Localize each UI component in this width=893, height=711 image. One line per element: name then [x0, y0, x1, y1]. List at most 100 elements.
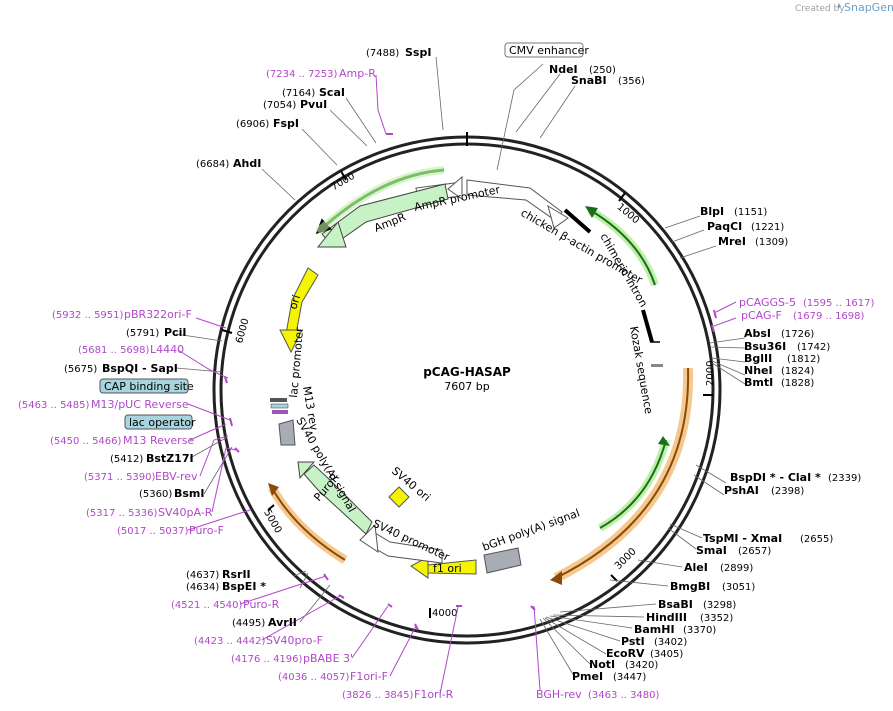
watermark-brand: SnapGene [844, 1, 893, 14]
ampr-arrowhead [316, 220, 347, 248]
primer-pos-pbabe: (4176 .. 4196) [231, 654, 303, 665]
callout-bamhi [549, 615, 633, 629]
primer-pos-sv40pro: (4423 .. 4442) [194, 636, 266, 647]
site-pos-noti: (3420) [625, 660, 658, 671]
callout-pshai [693, 474, 725, 496]
callout-smai [667, 527, 697, 550]
site-name-snabi: SnaBI [571, 74, 607, 87]
site-pos-pmei: (3447) [613, 672, 646, 683]
callout-mrei [679, 245, 717, 259]
callout-sspi [435, 56, 444, 131]
label-chimeric-intron: chimeric intron [597, 231, 650, 309]
site-name-absi: AbsI [744, 327, 771, 340]
tick-mark-3000 [610, 574, 618, 582]
site-name-bsu36i: Bsu36I [744, 340, 786, 353]
callout-bmti [711, 362, 746, 385]
callout-absi [709, 337, 746, 344]
puror-arrow [303, 464, 373, 535]
site-pos-psti: (3402) [654, 637, 687, 648]
primer-pos-purof: (5017 .. 5037) [117, 526, 189, 537]
site-name-bglii: BglII [744, 352, 772, 365]
site-name-bsabi: BsaBI [658, 598, 693, 611]
primer-line-ebv [199, 435, 229, 477]
ori-arrowhead [279, 329, 303, 354]
site-name-pvui: PvuI [300, 98, 327, 111]
site-pos-ahdi: (6684) [196, 159, 229, 170]
primer-callout-lines [177, 74, 737, 695]
kozak-black-bar [641, 309, 654, 343]
site-pos-blpi: (1151) [734, 207, 767, 218]
site-pos-ndei: (250) [589, 65, 616, 76]
primer-name-pbabe: pBABE 3' [303, 652, 353, 665]
callout-bsmi [203, 446, 233, 495]
site-pos-bglii: (1812) [787, 354, 820, 365]
orange-gene-arrowhead [550, 571, 562, 585]
primer-name-sv40pro: SV40pro-F [266, 634, 323, 647]
site-pos-mrei: (1309) [755, 237, 788, 248]
site-name-ahdi: AhdI [233, 157, 261, 170]
site-name-pshai: PshAI [724, 484, 759, 497]
callout-pcii [175, 333, 223, 342]
primer-ticks [224, 133, 717, 631]
primer-tick-puror [323, 573, 329, 581]
tick-label-2000: 2000 [705, 361, 716, 386]
lac-promoter-marker [270, 398, 287, 402]
callout-bstz17i [189, 437, 227, 459]
site-pos-rsrii: (4637) [186, 570, 219, 581]
callout-psti [545, 616, 621, 642]
site-name-ndei: NdeI [549, 63, 578, 76]
chimeric-intron-arrowhead [585, 206, 598, 218]
tick-mark-5000 [267, 504, 275, 511]
site-name-bmgbi: BmgBI [670, 580, 710, 593]
primer-labels: (7234 .. 7253) Amp-R pCAGGS-5 (1595 .. 1… [18, 67, 875, 701]
site-name-pmei: PmeI [572, 670, 603, 683]
puro-orange-line [271, 487, 346, 561]
site-name-sspi: SspI [405, 46, 431, 59]
callout-nhei [711, 360, 746, 376]
primer-tick-pcagf [711, 324, 715, 333]
site-pos-bsabi: (3298) [703, 600, 736, 611]
site-pos-bmgbi: (3051) [722, 582, 755, 593]
site-name-bstz17i: BstZ17I [146, 452, 194, 465]
label-bgh-polya: bGH poly(A) signal [481, 506, 582, 553]
label-ori: ori [286, 293, 303, 311]
site-name-alei: AleI [684, 561, 708, 574]
plasmid-length: 7607 bp [444, 380, 489, 393]
site-pos-avrii: (4495) [232, 618, 265, 629]
site-pos-tspmi-xmai: (2655) [800, 534, 833, 545]
chimeric-intron-line [589, 209, 656, 286]
primer-tick-pcaggs5 [713, 309, 717, 319]
primer-name-bghrev: BGH-rev [536, 688, 582, 701]
callout-ecorv [544, 617, 607, 655]
callout-snabi [539, 85, 576, 139]
site-pos-pcii: (5791) [126, 328, 159, 339]
primer-line-l4440 [177, 349, 229, 379]
callout-alei [637, 559, 683, 568]
primer-pos-ebv: (5371 .. 5390) [84, 472, 156, 483]
watermark-prefix: Created by [795, 4, 845, 14]
site-name-pcii: PciI [164, 326, 186, 339]
primer-name-purof: Puro-F [189, 524, 224, 537]
site-name-paqci: PaqCI [707, 220, 742, 233]
primer-pos-pcagf: (1679 .. 1698) [793, 311, 865, 322]
primer-name-ebv: EBV-rev [155, 470, 198, 483]
primer-line-amp-r [375, 74, 387, 135]
plasmid-name: pCAG-HASAP [423, 365, 511, 379]
cmv-enhancer-label: CMV enhancer [509, 44, 589, 57]
primer-pos-amp-r: (7234 .. 7253) [266, 69, 338, 80]
primer-tick-l4440 [224, 376, 228, 384]
primer-tick-pbabe [387, 603, 393, 608]
cmv-enhancer-box [504, 42, 584, 58]
chicken-actin-arrowhead [547, 204, 569, 229]
primer-pos-l4440: (5681 .. 5698) [78, 345, 150, 356]
lac-operator-box [124, 414, 193, 430]
primer-name-puror: Puro-R [243, 598, 280, 611]
site-pos-bamhi: (3370) [683, 625, 716, 636]
site-name-ecorv: EcoRV [606, 647, 645, 660]
site-name-avrii: AvrII [268, 616, 297, 629]
primer-name-l4440: L4440 [150, 343, 184, 356]
callout-bspdi [695, 464, 727, 484]
sv40-ori-box [388, 486, 410, 508]
callout-paqci [671, 229, 705, 243]
site-pos-bmti: (1828) [781, 378, 814, 389]
